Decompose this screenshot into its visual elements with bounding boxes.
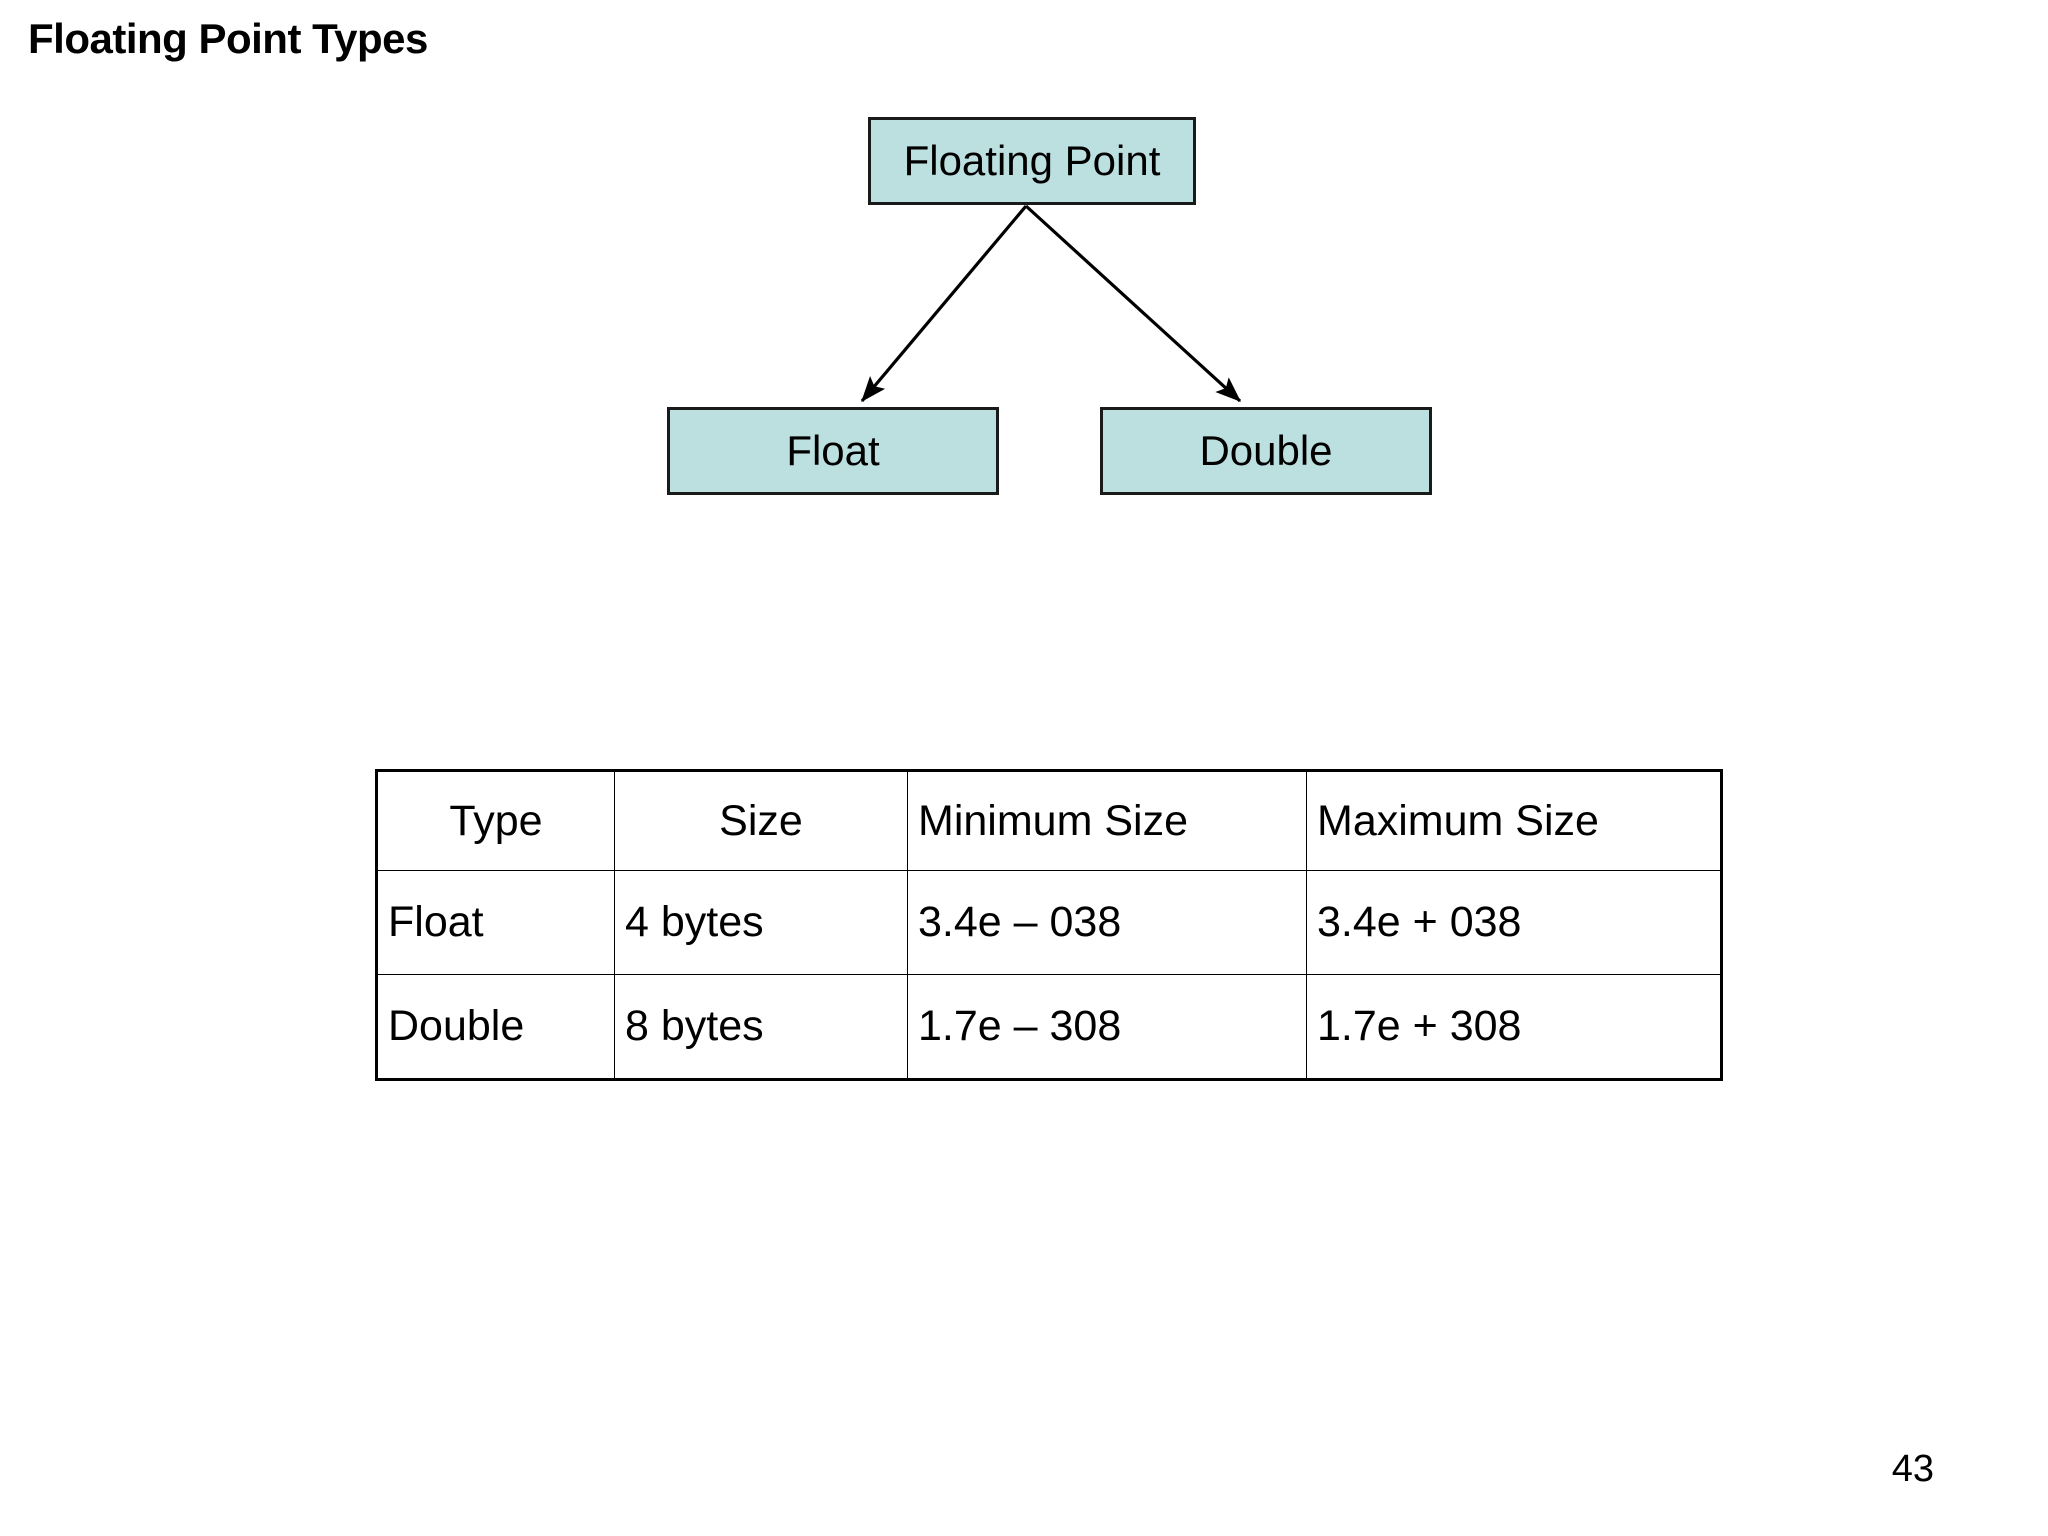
table-row: Float 4 bytes 3.4e – 038 3.4e + 038 — [376, 870, 1722, 975]
table-row: Double 8 bytes 1.7e – 308 1.7e + 308 — [376, 974, 1722, 1080]
diagram-connectors — [860, 204, 1242, 403]
page-number: 43 — [1891, 1448, 1934, 1490]
arrow-root-to-double — [1024, 204, 1242, 403]
column-header-minimum-size: Minimum Size — [907, 770, 1307, 871]
cell-minimum-size: 1.7e – 308 — [907, 974, 1307, 1080]
cell-type: Double — [376, 974, 615, 1080]
column-header-type: Type — [376, 770, 615, 871]
diagram-node-double: Double — [1100, 407, 1432, 495]
column-header-size: Size — [614, 770, 908, 871]
cell-size: 8 bytes — [614, 974, 908, 1080]
diagram-node-floating-point: Floating Point — [868, 117, 1196, 205]
cell-maximum-size: 1.7e + 308 — [1306, 974, 1722, 1080]
arrow-root-to-float — [860, 204, 1028, 403]
column-header-maximum-size: Maximum Size — [1306, 770, 1722, 871]
cell-maximum-size: 3.4e + 038 — [1306, 870, 1722, 975]
cell-type: Float — [376, 870, 615, 975]
floating-point-hierarchy-diagram: Floating Point Float Double — [0, 0, 2048, 560]
table-header-row: Type Size Minimum Size Maximum Size — [376, 770, 1722, 871]
diagram-node-float: Float — [667, 407, 999, 495]
page-title: Floating Point Types — [28, 15, 428, 62]
cell-size: 4 bytes — [614, 870, 908, 975]
floating-point-spec-table: Type Size Minimum Size Maximum Size Floa… — [375, 769, 1723, 1081]
cell-minimum-size: 3.4e – 038 — [907, 870, 1307, 975]
